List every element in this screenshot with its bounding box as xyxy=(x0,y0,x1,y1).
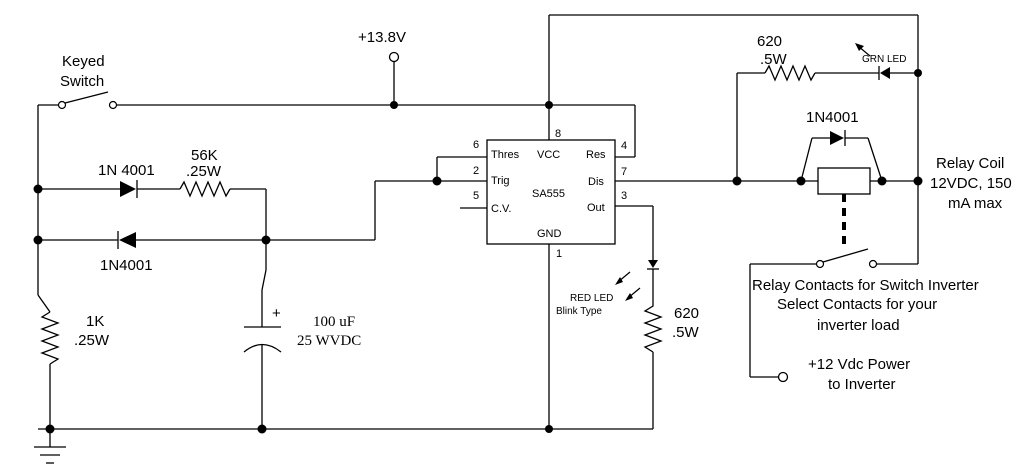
ic-sa555: Thres Trig C.V. VCC GND Res Dis Out SA55… xyxy=(473,128,627,260)
ic-pin-7: 7 xyxy=(621,166,627,178)
ic-pin-6: 6 xyxy=(473,139,479,151)
green-led: GRN LED xyxy=(855,43,918,80)
keyed-switch: Keyed Switch xyxy=(38,53,394,110)
red-led: RED LED Blink Type xyxy=(556,260,659,317)
ic-label-res: Res xyxy=(586,149,606,161)
ic-label-thres: Thres xyxy=(491,149,520,161)
relay-coil-label-2: 12VDC, 150 xyxy=(930,175,1012,192)
resistor-620-top-label-1: 620 xyxy=(757,33,782,50)
diode-top: 1N 4001 xyxy=(38,162,180,198)
resistor-56k: 56K .25W xyxy=(179,147,267,240)
resistor-620-top: 620 .5W xyxy=(757,33,879,82)
ic-label-out: Out xyxy=(587,202,605,214)
diode-bottom: 1N4001 xyxy=(38,231,266,274)
ic-pin-2: 2 xyxy=(473,165,479,177)
resistor-56k-label-1: 56K xyxy=(191,147,218,164)
ic-label-vcc: VCC xyxy=(537,149,560,161)
ground-rail xyxy=(34,428,653,464)
ic-name: SA555 xyxy=(532,188,565,200)
relay-contacts-label-3: inverter load xyxy=(817,317,900,334)
red-led-label-2: Blink Type xyxy=(556,306,602,317)
junction-dots xyxy=(33,69,923,434)
relay-coil-label-3: mA max xyxy=(948,195,1003,212)
power-output-label-1: +12 Vdc Power xyxy=(808,356,910,373)
relay-coil: Relay Coil 12VDC, 150 mA max xyxy=(737,155,1012,212)
ic-pin-4: 4 xyxy=(621,140,627,152)
relay-coil-label-1: Relay Coil xyxy=(936,155,1004,172)
capacitor-label-2: 25 WVDC xyxy=(297,333,361,349)
supply-voltage-label: +13.8V xyxy=(358,29,406,46)
resistor-1k: 1K .25W xyxy=(37,294,110,429)
ic-pin-1: 1 xyxy=(556,248,562,260)
resistor-1k-label-1: 1K xyxy=(86,313,104,330)
red-led-label-1: RED LED xyxy=(570,293,613,304)
resistor-620-bottom-label-2: .5W xyxy=(672,324,700,341)
green-led-label: GRN LED xyxy=(862,54,906,65)
ic-pin-3: 3 xyxy=(621,190,627,202)
keyed-switch-label-2: Switch xyxy=(60,73,104,90)
capacitor-polarity: + xyxy=(272,305,281,322)
resistor-1k-label-2: .25W xyxy=(74,332,110,349)
ic-label-trig: Trig xyxy=(491,175,510,187)
resistor-56k-label-2: .25W xyxy=(186,163,222,180)
ic-label-cv: C.V. xyxy=(491,203,511,215)
power-output-label-2: to Inverter xyxy=(828,376,896,393)
relay-contacts: Relay Contacts for Switch Inverter Selec… xyxy=(749,248,979,378)
resistor-620-top-label-2: .5W xyxy=(760,51,788,68)
ic-pin-5: 5 xyxy=(473,190,479,202)
diode-relay: 1N4001 xyxy=(800,109,883,182)
relay-contacts-label-1: Relay Contacts for Switch Inverter xyxy=(752,277,979,294)
diode-top-label: 1N 4001 xyxy=(98,162,155,179)
capacitor-label-1: 100 uF xyxy=(313,314,355,330)
ic-pin-8: 8 xyxy=(555,128,561,140)
ic-label-gnd: GND xyxy=(537,228,562,240)
diode-relay-label: 1N4001 xyxy=(806,109,859,126)
resistor-620-bottom-label-1: 620 xyxy=(674,305,699,322)
resistor-620-bottom: 620 .5W xyxy=(643,300,700,429)
capacitor-100uf: + 100 uF 25 WVDC xyxy=(243,240,361,429)
power-output-terminal: +12 Vdc Power to Inverter xyxy=(777,356,910,393)
supply-terminal: +13.8V xyxy=(358,29,406,105)
keyed-switch-label-1: Keyed xyxy=(62,53,105,70)
diode-bottom-label: 1N4001 xyxy=(100,257,153,274)
relay-contacts-label-2: Select Contacts for your xyxy=(777,296,937,313)
ic-label-dis: Dis xyxy=(588,176,604,188)
